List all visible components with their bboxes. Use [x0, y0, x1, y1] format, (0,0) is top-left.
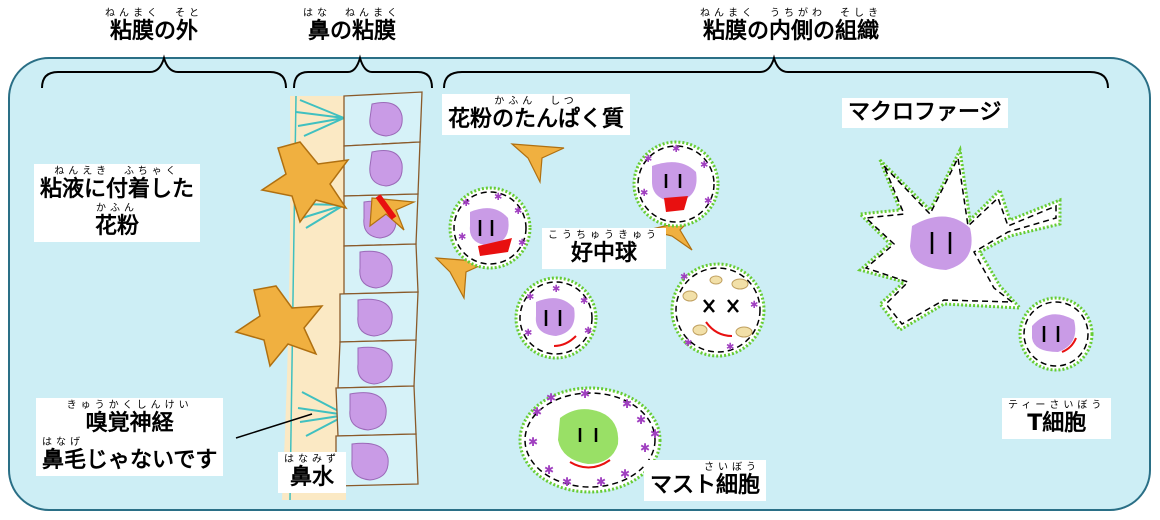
label-inner-tissue: ねんまく うちがわ そしき 粘膜の内側の組織: [700, 8, 882, 44]
svg-text:✱: ✱: [514, 206, 522, 217]
svg-text:✱: ✱: [528, 435, 538, 449]
t-cell-body: [1018, 296, 1094, 372]
svg-text:✱: ✱: [546, 391, 556, 405]
label-pollen-on-mucus: ねんえき ふちゃく 粘液に付着した かふん 花粉: [34, 164, 201, 242]
svg-text:✱: ✱: [620, 467, 630, 481]
svg-text:✱: ✱: [750, 300, 758, 311]
svg-text:✱: ✱: [524, 328, 532, 339]
svg-text:✱: ✱: [596, 475, 606, 489]
svg-text:✱: ✱: [532, 405, 542, 419]
svg-text:✱: ✱: [552, 284, 560, 295]
mast-cell-body: ✱✱✱✱ ✱✱✱✱ ✱✱✱✱: [518, 386, 662, 494]
svg-text:✱: ✱: [584, 326, 592, 337]
dying-neutrophil: ✱ ✱ ✱ ✱: [670, 262, 766, 358]
neutrophil-1: ✱ ✱ ✱ ✱ ✱: [448, 186, 532, 270]
nerve-pointer-line: [235, 413, 313, 439]
label-outside-mucosa: ねんまく そと 粘膜の外: [105, 8, 203, 44]
svg-text:✱: ✱: [700, 160, 708, 171]
label-olfactory-nerve: きゅうかくしんけい 嗅覚神経 はなげ 鼻毛じゃないです: [36, 398, 224, 476]
svg-text:✱: ✱: [684, 338, 692, 349]
svg-text:✱: ✱: [458, 232, 466, 243]
label-neutrophil: こうちゅうきゅう 好中球: [542, 228, 666, 269]
neutrophil-2: ✱ ✱ ✱ ✱ ✱: [632, 140, 720, 228]
svg-text:✱: ✱: [644, 154, 652, 165]
svg-text:✱: ✱: [640, 188, 648, 199]
svg-text:✱: ✱: [636, 413, 646, 427]
brace-mucosa: [293, 54, 433, 89]
epithelial-cells: [335, 91, 423, 487]
label-mast-cell: さいぼう マスト細胞: [644, 460, 767, 501]
epithelial-nuclei: [349, 102, 403, 481]
label-nasal-mucosa: はな ねんまく 鼻の粘膜: [303, 8, 401, 44]
svg-text:✱: ✱: [704, 196, 712, 207]
svg-text:✱: ✱: [562, 475, 572, 489]
svg-text:✱: ✱: [680, 272, 688, 283]
label-t-cell: ティーさいぼう T細胞: [1002, 398, 1112, 439]
svg-text:✱: ✱: [518, 238, 526, 249]
svg-text:✱: ✱: [462, 198, 470, 209]
svg-text:✱: ✱: [650, 427, 660, 441]
svg-text:✱: ✱: [544, 463, 554, 477]
svg-text:✱: ✱: [640, 441, 650, 455]
macrophage-body: [856, 145, 1062, 332]
svg-text:✱: ✱: [580, 296, 588, 307]
brace-inner: [443, 54, 1109, 89]
svg-text:✱: ✱: [580, 387, 590, 401]
pollen-grains: [234, 141, 417, 368]
svg-text:✱: ✱: [672, 144, 680, 155]
svg-text:✱: ✱: [622, 397, 632, 411]
svg-text:✱: ✱: [726, 342, 734, 353]
label-macrophage: マクロファージ: [842, 98, 1008, 128]
brace-outside: [41, 54, 287, 89]
label-pollen-protein: かふん しつ 花粉のたんぱく質: [442, 94, 631, 135]
svg-text:✱: ✱: [526, 292, 534, 303]
label-nasal-mucus: はなみず 鼻水: [278, 452, 346, 493]
svg-text:✱: ✱: [494, 192, 502, 203]
neutrophil-3: ✱ ✱ ✱ ✱ ✱: [514, 276, 598, 360]
